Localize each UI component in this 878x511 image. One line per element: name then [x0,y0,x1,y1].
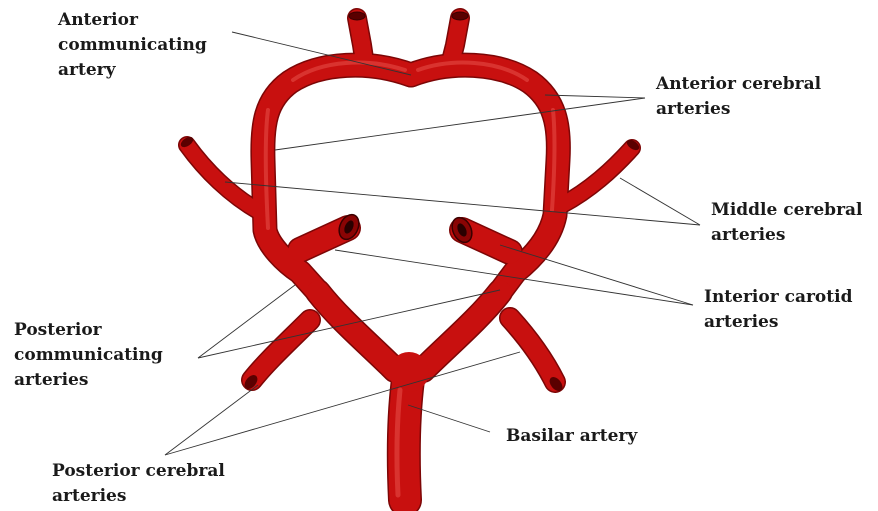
label-line: Posterior [14,318,163,343]
label-anterior-cerebral-arteries: Anterior cerebral arteries [656,72,821,122]
label-line: communicating [58,33,207,58]
label-line: arteries [704,310,852,335]
label-line: communicating [14,343,163,368]
label-anterior-communicating-artery: Anterior communicating artery [58,8,207,83]
label-line: arteries [656,97,821,122]
pointer-posterior-cerebral-left [165,385,258,455]
label-line: Basilar artery [506,424,637,449]
label-line: Anterior [58,8,207,33]
label-line: arteries [711,223,863,248]
label-line: arteries [52,484,225,509]
label-line: Interior carotid [704,285,852,310]
label-posterior-communicating-arteries: Posterior communicating arteries [14,318,163,393]
label-line: Anterior cerebral [656,72,821,97]
pointer-middle-cerebral-right [620,178,700,225]
label-posterior-cerebral-arteries: Posterior cerebral arteries [52,459,225,509]
label-line: Middle cerebral [711,198,863,223]
label-line: artery [58,58,207,83]
label-middle-cerebral-arteries: Middle cerebral arteries [711,198,863,248]
label-interior-carotid-arteries: Interior carotid arteries [704,285,852,335]
pointer-anterior-cerebral-left [275,98,645,150]
label-line: arteries [14,368,163,393]
pointer-posterior-cerebral-right [165,352,520,455]
label-basilar-artery: Basilar artery [506,424,637,449]
label-line: Posterior cerebral [52,459,225,484]
pointer-lines [165,32,700,455]
